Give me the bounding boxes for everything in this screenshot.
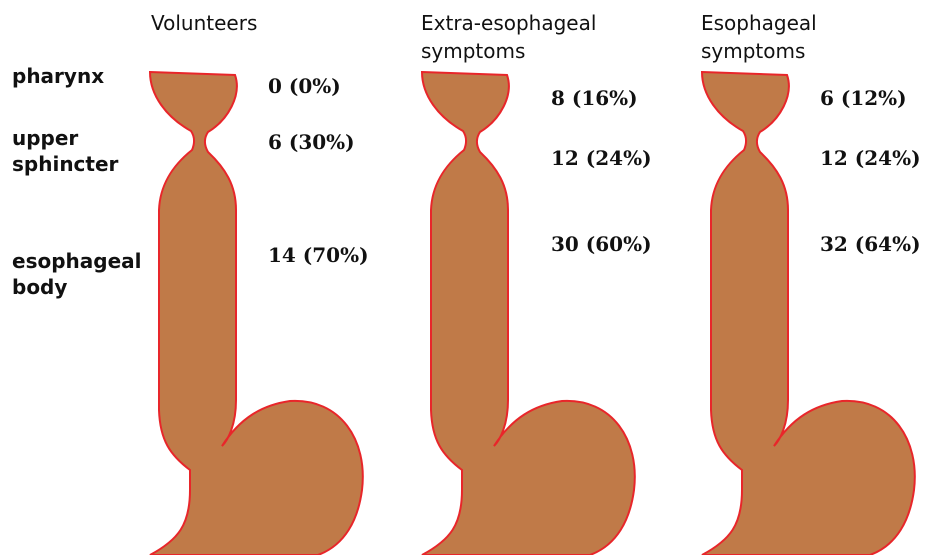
value-esophageal-body-esophageal: 32 (64%) [820,232,921,256]
value-pharynx-esophageal: 6 (12%) [820,86,907,110]
group-title-line2: symptoms [701,37,817,65]
value-upper-sphincter-esophageal: 12 (24%) [820,146,921,170]
group-title-esophageal: Esophageal symptoms [701,9,817,65]
group-title-line1: Esophageal [701,9,817,37]
esophagus-outline [702,72,915,555]
